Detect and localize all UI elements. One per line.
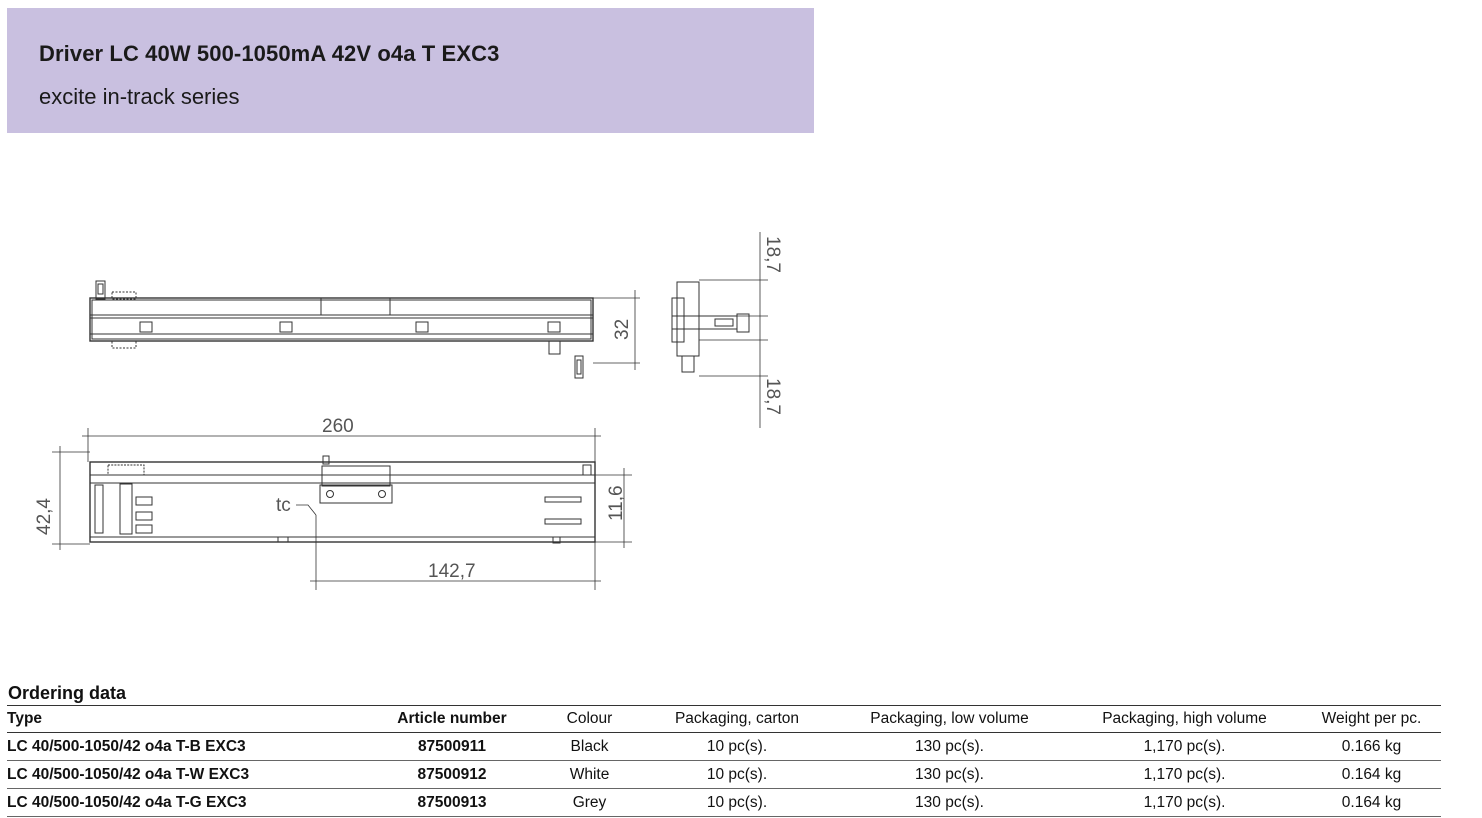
cell-article: 87500913 [367, 788, 537, 817]
cell-high-volume: 1,170 pc(s). [1067, 760, 1302, 789]
ordering-table: Type Article number Colour Packaging, ca… [7, 705, 1441, 817]
cell-type: LC 40/500-1050/42 o4a T-W EXC3 [7, 760, 367, 789]
header-banner: Driver LC 40W 500-1050mA 42V o4a T EXC3 … [7, 8, 814, 133]
dim-height-side: 42,4 [34, 498, 55, 535]
cell-high-volume: 1,170 pc(s). [1067, 732, 1302, 761]
cell-carton: 10 pc(s). [642, 732, 832, 761]
cell-high-volume: 1,170 pc(s). [1067, 788, 1302, 817]
cell-type: LC 40/500-1050/42 o4a T-B EXC3 [7, 732, 367, 761]
cell-carton: 10 pc(s). [642, 760, 832, 789]
cell-article: 87500911 [367, 732, 537, 761]
end-view [671, 232, 768, 428]
col-header-article: Article number [367, 705, 537, 733]
col-header-weight: Weight per pc. [1302, 705, 1441, 733]
dim-height-front: 32 [612, 319, 633, 340]
dim-depth-right: 11,6 [606, 485, 627, 521]
product-series: excite in-track series [39, 84, 240, 109]
table-row: LC 40/500-1050/42 o4a T-G EXC3 87500913 … [7, 788, 1441, 817]
cell-colour: White [537, 760, 642, 789]
cell-colour: Black [537, 732, 642, 761]
table-row: LC 40/500-1050/42 o4a T-B EXC3 87500911 … [7, 732, 1441, 761]
cell-article: 87500912 [367, 760, 537, 789]
dim-tc-label: tc [276, 495, 291, 516]
cell-type: LC 40/500-1050/42 o4a T-G EXC3 [7, 788, 367, 817]
cell-weight: 0.164 kg [1302, 760, 1441, 789]
technical-drawing: 260 42,4 11,6 142,7 tc 32 18,7 18,7 [34, 232, 783, 590]
front-view [89, 280, 640, 379]
cell-weight: 0.164 kg [1302, 788, 1441, 817]
cell-low-volume: 130 pc(s). [832, 760, 1067, 789]
col-header-high-volume: Packaging, high volume [1067, 705, 1302, 733]
product-title: Driver LC 40W 500-1050mA 42V o4a T EXC3 [39, 41, 500, 66]
cell-carton: 10 pc(s). [642, 788, 832, 817]
side-view [52, 428, 632, 590]
col-header-carton: Packaging, carton [642, 705, 832, 733]
cell-low-volume: 130 pc(s). [832, 788, 1067, 817]
cell-low-volume: 130 pc(s). [832, 732, 1067, 761]
cell-weight: 0.166 kg [1302, 732, 1441, 761]
col-header-low-volume: Packaging, low volume [832, 705, 1067, 733]
dim-end-bottom: 18,7 [762, 378, 783, 415]
table-row: LC 40/500-1050/42 o4a T-W EXC3 87500912 … [7, 760, 1441, 789]
table-header-row: Type Article number Colour Packaging, ca… [7, 705, 1441, 733]
dim-tc-offset: 142,7 [428, 561, 476, 582]
col-header-colour: Colour [537, 705, 642, 733]
col-header-type: Type [7, 705, 367, 733]
cell-colour: Grey [537, 788, 642, 817]
dim-length: 260 [322, 416, 354, 437]
ordering-data-title: Ordering data [8, 683, 127, 703]
dim-end-top: 18,7 [762, 236, 783, 273]
